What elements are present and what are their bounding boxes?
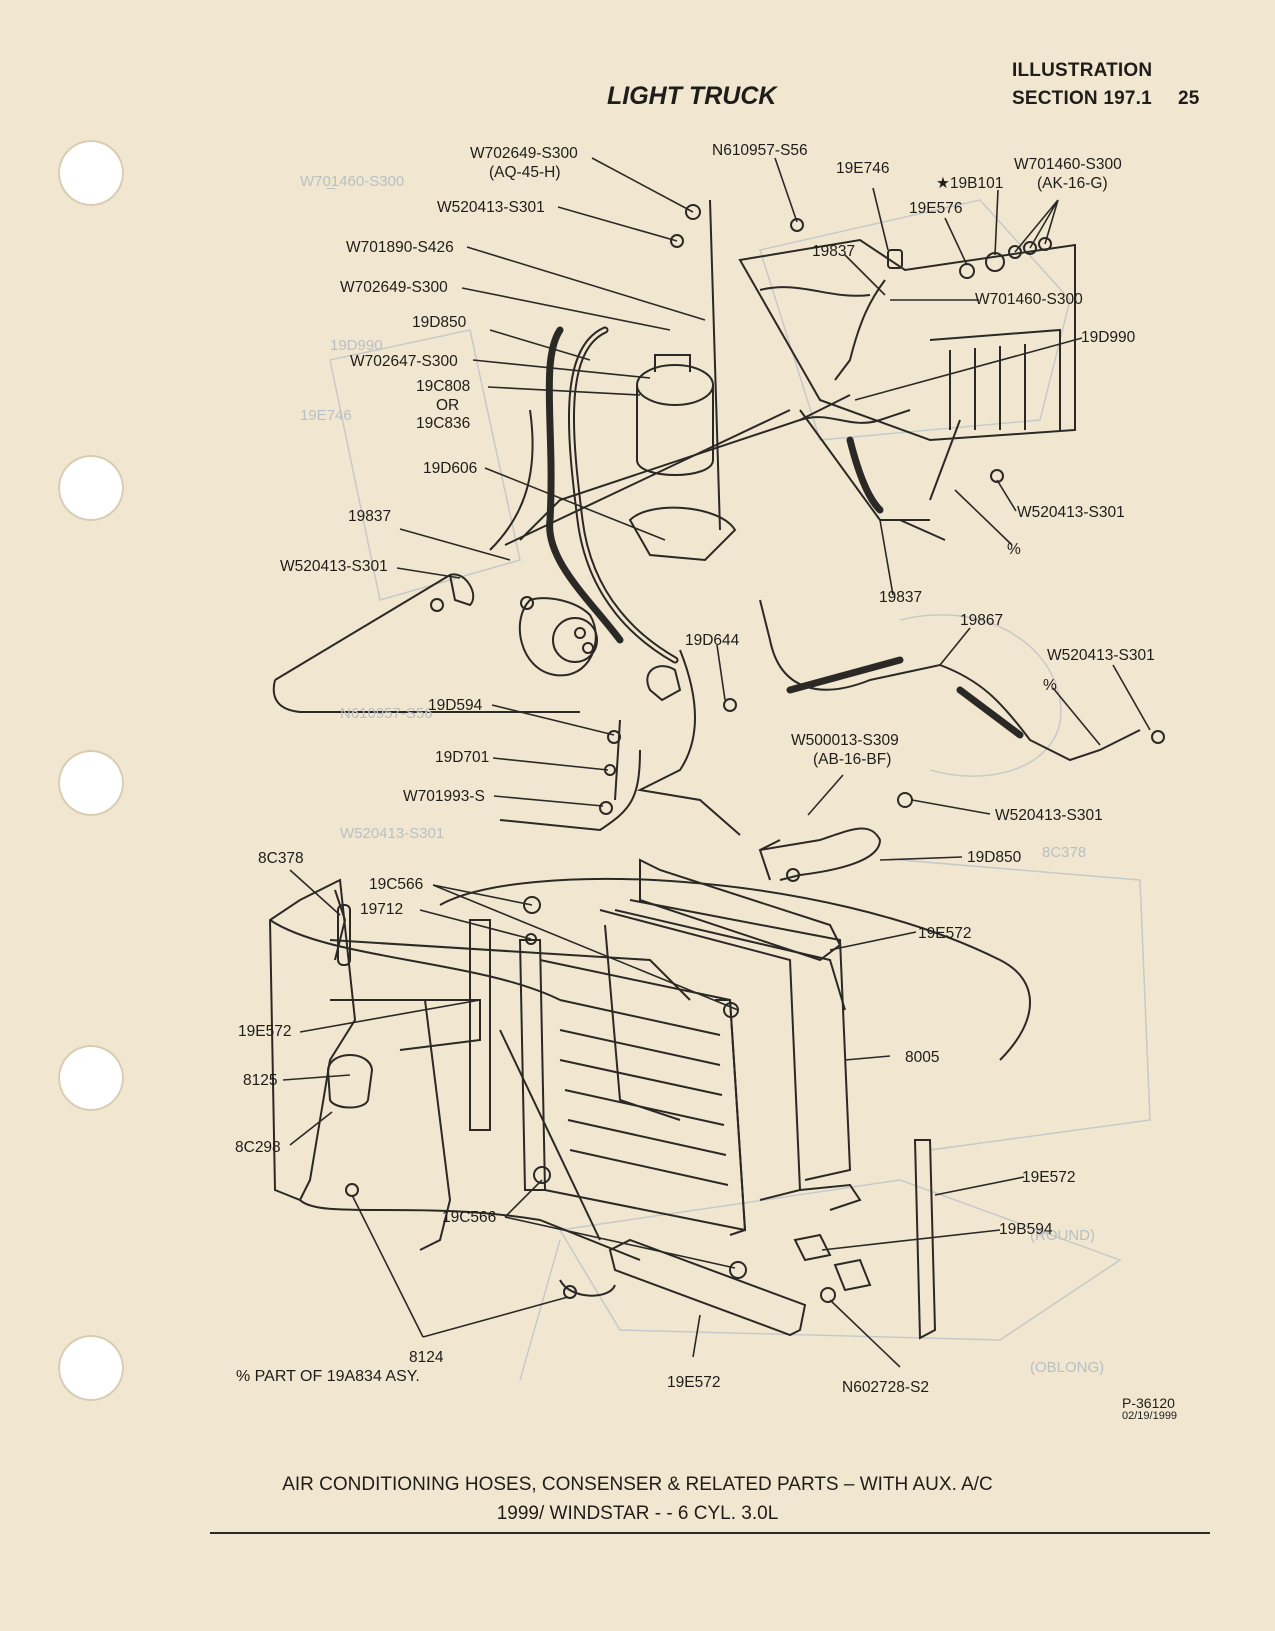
callout-label: W520413-S301 [280, 558, 388, 575]
callout-label: 19E572 [238, 1023, 291, 1040]
callout-label: 19712 [360, 901, 403, 918]
svg-text:W520413-S301: W520413-S301 [340, 825, 444, 842]
callout-label: W701460-S300 [1014, 156, 1122, 173]
svg-text:8C378: 8C378 [1042, 844, 1086, 861]
callout-label: W520413-S301 [1017, 504, 1125, 521]
callout-label: W520413-S301 [995, 807, 1103, 824]
callout-label: 19E572 [667, 1374, 720, 1391]
callout-label: 19867 [960, 612, 1003, 629]
callout-label: (AB-16-BF) [813, 751, 891, 768]
callout-label: 19E572 [918, 925, 971, 942]
binder-hole [58, 1045, 124, 1111]
callout-label: % [1007, 541, 1021, 558]
callout-label: W702649-S300 [470, 145, 578, 162]
callout-label: 19C836 [416, 415, 470, 432]
callout-label: 19D606 [423, 460, 477, 477]
callout-label: W520413-S301 [1047, 647, 1155, 664]
page-title: LIGHT TRUCK [607, 82, 777, 110]
callout-label: OR [436, 397, 459, 414]
callout-label: 8125 [243, 1072, 277, 1089]
callout-label: W702647-S300 [350, 353, 458, 370]
callout-label: 19837 [348, 508, 391, 525]
callout-label: 19C808 [416, 378, 470, 395]
leader-lines [282, 157, 1151, 1368]
callout-label: W520413-S301 [437, 199, 545, 216]
callout-label: N610957-S56 [712, 142, 808, 159]
callout-label: N602728-S2 [842, 1379, 929, 1396]
callout-label: (AK-16-G) [1037, 175, 1108, 192]
binder-hole [58, 140, 124, 206]
caption-rule [210, 1532, 1210, 1534]
callout-label: 19837 [812, 243, 855, 260]
callout-label: 8124 [409, 1349, 444, 1366]
condenser-radiator-assembly [268, 858, 1031, 1340]
svg-text:W70̲1460-S300: W70̲1460-S300 [300, 173, 404, 190]
callout-label: 19E746 [836, 160, 889, 177]
bleed-through-lines [329, 199, 1151, 1381]
svg-text:19E746: 19E746 [300, 407, 352, 424]
caption-line-2: 1999/ WINDSTAR - - 6 CYL. 3.0L [496, 1503, 779, 1524]
callout-label: ★19B101 [936, 175, 1003, 192]
upper-hose-assembly [272, 199, 1141, 881]
binder-hole [58, 750, 124, 816]
callout-label: W701460-S300 [975, 291, 1083, 308]
callout-label: 19C566 [369, 876, 423, 893]
callout-label: 19D594 [428, 697, 483, 714]
callout-label: 19D850 [967, 849, 1022, 866]
binder-hole [58, 455, 124, 521]
section-heading: SECTION 197.1 [1012, 88, 1152, 109]
callout-label: 19D701 [435, 749, 489, 766]
callout-label: % [1043, 677, 1057, 694]
callout-label: 19D644 [685, 632, 740, 649]
callout-label: W701890-S426 [346, 239, 454, 256]
svg-text:(OBLONG): (OBLONG) [1030, 1359, 1104, 1376]
illustration-part-number: P-36120 [1122, 1395, 1175, 1411]
illustration-date: 02/19/1999 [1122, 1410, 1178, 1422]
callout-label: 19B594 [999, 1221, 1053, 1238]
callout-label: 19D990 [1081, 329, 1136, 346]
caption-line-1: AIR CONDITIONING HOSES, CONSENSER & RELA… [282, 1474, 993, 1495]
callout-label: W701993-S [403, 788, 485, 805]
callout-label: 19E572 [1022, 1169, 1075, 1186]
svg-text:N610957-S56: N610957-S56 [340, 705, 433, 722]
illustration-heading: ILLUSTRATION [1012, 60, 1153, 81]
callout-label: W702649-S300 [340, 279, 448, 296]
callout-label: 19837 [879, 589, 922, 606]
svg-text:(ROUND): (ROUND) [1030, 1227, 1095, 1244]
callout-label: 8C298 [235, 1139, 281, 1156]
footnote: % PART OF 19A834 ASY. [236, 1368, 420, 1385]
callout-labels: W702649-S300 (AQ-45-H) N610957-S56 19E74… [235, 142, 1155, 1396]
callout-label: (AQ-45-H) [489, 164, 560, 181]
callout-label: 19C566 [442, 1209, 496, 1226]
callout-label: 19E576 [909, 200, 962, 217]
bleed-through-text: W70̲1460-S300 19D990 19E746 N610957-S56 … [300, 173, 1104, 1376]
svg-text:19D990: 19D990 [330, 337, 383, 354]
callout-label: W500013-S309 [791, 732, 899, 749]
page-number: 25 [1178, 88, 1200, 109]
callout-label: 19D850 [412, 314, 467, 331]
callout-label: 8005 [905, 1049, 939, 1066]
binder-hole [58, 1335, 124, 1401]
callout-label: 8C378 [258, 850, 304, 867]
